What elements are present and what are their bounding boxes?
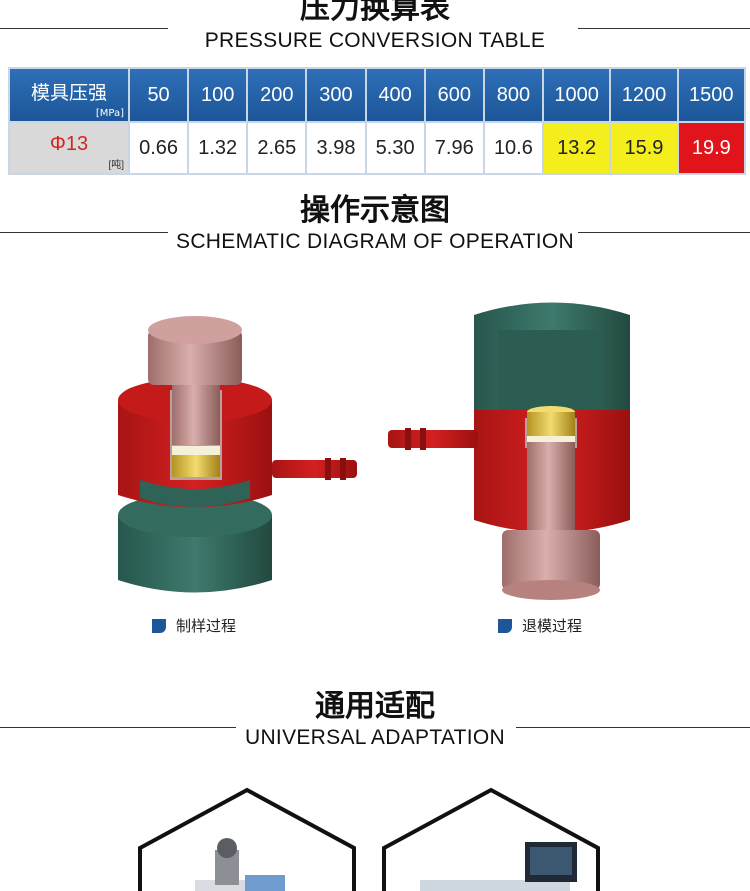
- row-unit: [吨]: [108, 160, 124, 171]
- pressure-title-en: PRESSURE CONVERSION TABLE: [204, 29, 546, 52]
- ton-cell: 3.98: [307, 123, 365, 173]
- row-label: Φ13: [49, 132, 89, 155]
- ton-cell-red: 19.9: [678, 123, 744, 173]
- pressure-cell: 200: [248, 69, 306, 121]
- table-value-row: Φ13 [吨] 0.66 1.32 2.65 3.98 5.30 7.96 10…: [10, 123, 744, 173]
- divider-right: [578, 28, 750, 29]
- ton-cell: 0.66: [130, 123, 188, 173]
- header-label: 模具压强: [30, 81, 107, 104]
- pressure-cell: 400: [366, 69, 424, 121]
- pressure-cell: 1500: [678, 69, 744, 121]
- pressure-conversion-table: 模具压强 [MPa] 50 100 200 300 400 600 800 10…: [8, 67, 746, 175]
- header-unit: [MPa]: [95, 108, 124, 119]
- ton-cell: 5.30: [366, 123, 424, 173]
- adaptation-title-en: UNIVERSAL ADAPTATION: [245, 726, 505, 749]
- pressure-section-header: 压力换算表 PRESSURE CONVERSION TABLE: [0, 0, 750, 53]
- ton-cell: 1.32: [189, 123, 247, 173]
- caption-sample-prep: 制样过程: [152, 615, 236, 636]
- divider-left: [0, 727, 236, 728]
- ton-cell-yellow: 15.9: [611, 123, 677, 173]
- row-label-cell: Φ13 [吨]: [10, 123, 128, 173]
- pressure-cell: 300: [307, 69, 365, 121]
- operation-title-en: SCHEMATIC DIAGRAM OF OPERATION: [176, 230, 574, 253]
- caption-demolding-text: 退模过程: [522, 617, 583, 635]
- caption-demolding: 退模过程: [498, 615, 582, 636]
- ton-cell: 7.96: [425, 123, 483, 173]
- operation-section-header: 操作示意图 SCHEMATIC DIAGRAM OF OPERATION: [0, 194, 750, 254]
- operation-title-zh: 操作示意图: [300, 193, 450, 228]
- divider-left: [0, 28, 168, 29]
- adaptation-images: [138, 787, 600, 891]
- header-label-cell: 模具压强 [MPa]: [10, 69, 128, 121]
- pressure-cell: 600: [425, 69, 483, 121]
- caption-bullet-icon: [152, 619, 166, 633]
- hexagon-instrument-left: [138, 787, 356, 891]
- ton-cell: 2.65: [248, 123, 306, 173]
- sample-prep-diagram: [118, 316, 357, 593]
- pressure-cell: 1000: [543, 69, 610, 121]
- caption-bullet-icon: [498, 619, 512, 633]
- pressure-cell: 50: [130, 69, 188, 121]
- pressure-cell: 100: [189, 69, 247, 121]
- pressure-cell: 800: [484, 69, 542, 121]
- hexagon-instrument-right: [382, 787, 600, 891]
- adaptation-section-header: 通用适配 UNIVERSAL ADAPTATION: [0, 690, 750, 750]
- divider-right: [516, 727, 750, 728]
- caption-sample-prep-text: 制样过程: [176, 617, 237, 635]
- divider-right: [578, 232, 750, 233]
- pressure-cell: 1200: [611, 69, 677, 121]
- adaptation-title-zh: 通用适配: [315, 689, 435, 724]
- table-header-row: 模具压强 [MPa] 50 100 200 300 400 600 800 10…: [10, 69, 744, 121]
- ton-cell: 10.6: [484, 123, 542, 173]
- demolding-diagram: [388, 302, 630, 600]
- operation-schematic: [118, 302, 630, 600]
- pressure-title-zh: 压力换算表: [300, 0, 450, 26]
- ton-cell-yellow: 13.2: [543, 123, 610, 173]
- divider-left: [0, 232, 168, 233]
